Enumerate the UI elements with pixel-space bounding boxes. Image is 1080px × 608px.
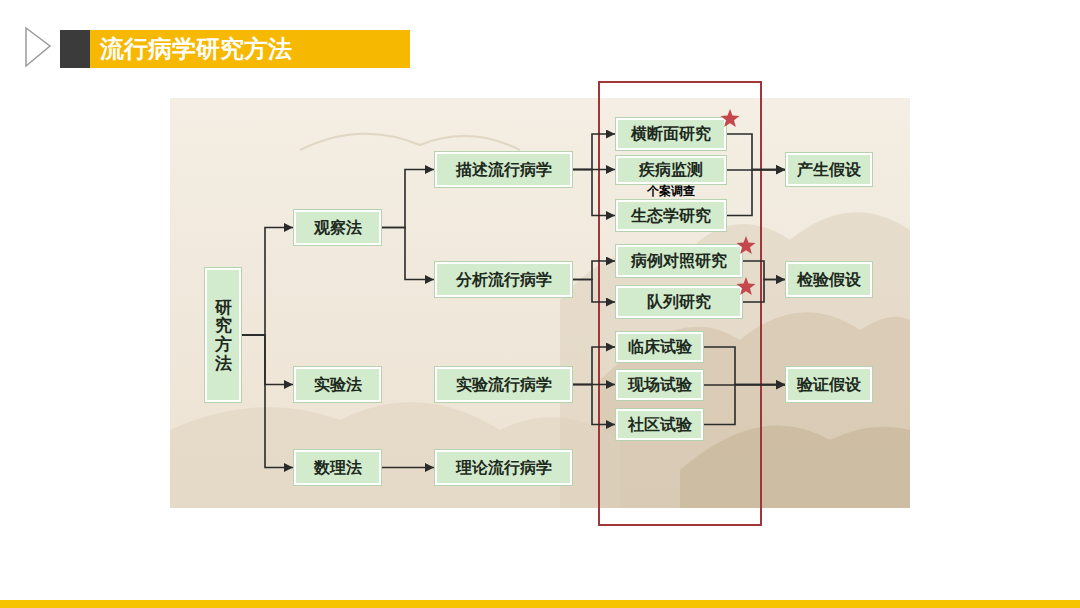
background-panel <box>170 98 910 508</box>
note-label: 个案调查 <box>647 184 695 198</box>
highlight-frame <box>599 82 761 525</box>
flow-arrow <box>742 280 785 303</box>
method-box: 实验法 <box>294 367 381 402</box>
method-box: 数理法 <box>294 450 381 485</box>
node-text: 现场试验 <box>628 375 692 394</box>
node-text: 实验流行病学 <box>456 375 552 394</box>
node-text: 队列研究 <box>647 292 711 311</box>
trial-box: 现场试验 <box>616 370 703 400</box>
method-box: 观察法 <box>294 210 381 245</box>
flow-arrow <box>241 335 293 468</box>
node-text: 观察法 <box>314 218 362 237</box>
flow-arrow <box>572 134 615 170</box>
header-square <box>60 30 90 68</box>
flow-arrow <box>241 228 293 336</box>
node-text: 分析流行病学 <box>456 270 552 289</box>
node-text: 描述流行病学 <box>456 160 552 179</box>
star-mark <box>736 236 755 254</box>
flow-arrow <box>381 467 434 469</box>
slide-title: 流行病学研究方法 <box>100 33 292 65</box>
node-text: 数理法 <box>314 458 362 477</box>
node-text: 临床试验 <box>628 337 692 356</box>
branch-box: 描述流行病学 <box>435 152 572 187</box>
hypothesis-box: 产生假设 <box>786 153 872 186</box>
root-box: 研究方法 <box>205 268 241 402</box>
node-text: 病例对照研究 <box>631 251 727 270</box>
study-box: 疾病监测 <box>616 156 726 184</box>
node-text: 横断面研究 <box>631 124 711 143</box>
footer-bar <box>0 600 1080 608</box>
hypothesis-box: 检验假设 <box>786 262 872 297</box>
flow-arrow <box>572 347 615 385</box>
node-text: 产生假设 <box>797 160 861 179</box>
mountain-illustration <box>170 134 910 508</box>
flow-arrow <box>572 385 615 425</box>
node-text: 研究方法 <box>215 298 232 373</box>
trial-box: 社区试验 <box>616 409 703 440</box>
flow-arrow <box>241 335 293 385</box>
branch-box: 分析流行病学 <box>435 262 572 297</box>
star-mark <box>736 277 755 295</box>
trial-box: 临床试验 <box>616 332 703 362</box>
flow-arrow <box>572 280 615 303</box>
node-text: 理论流行病学 <box>456 458 552 477</box>
node-text: 检验假设 <box>797 270 861 289</box>
flow-arrow <box>381 228 434 280</box>
node-text: 疾病监测 <box>639 160 703 179</box>
branch-box: 理论流行病学 <box>435 450 572 485</box>
header-chevron <box>26 28 50 66</box>
node-text: 验证假设 <box>797 375 861 394</box>
flow-arrow <box>572 170 615 216</box>
flow-arrow <box>703 347 785 385</box>
node-text: 实验法 <box>314 375 362 394</box>
study-box: 横断面研究 <box>616 118 726 150</box>
node-text: 社区试验 <box>628 415 692 434</box>
study-box: 病例对照研究 <box>616 245 742 277</box>
branch-box: 实验流行病学 <box>435 367 572 402</box>
node-text: 生态学研究 <box>631 206 711 225</box>
flow-arrow <box>726 134 785 170</box>
flow-arrow <box>703 385 785 425</box>
flow-arrow <box>742 261 785 280</box>
title-bar <box>90 30 410 68</box>
study-box: 队列研究 <box>616 286 742 318</box>
study-box: 生态学研究 <box>616 200 726 231</box>
flow-arrow <box>572 261 615 280</box>
flow-arrow <box>726 170 785 216</box>
flow-arrow <box>381 170 434 228</box>
star-mark <box>720 109 739 127</box>
hypothesis-box: 验证假设 <box>786 367 872 402</box>
